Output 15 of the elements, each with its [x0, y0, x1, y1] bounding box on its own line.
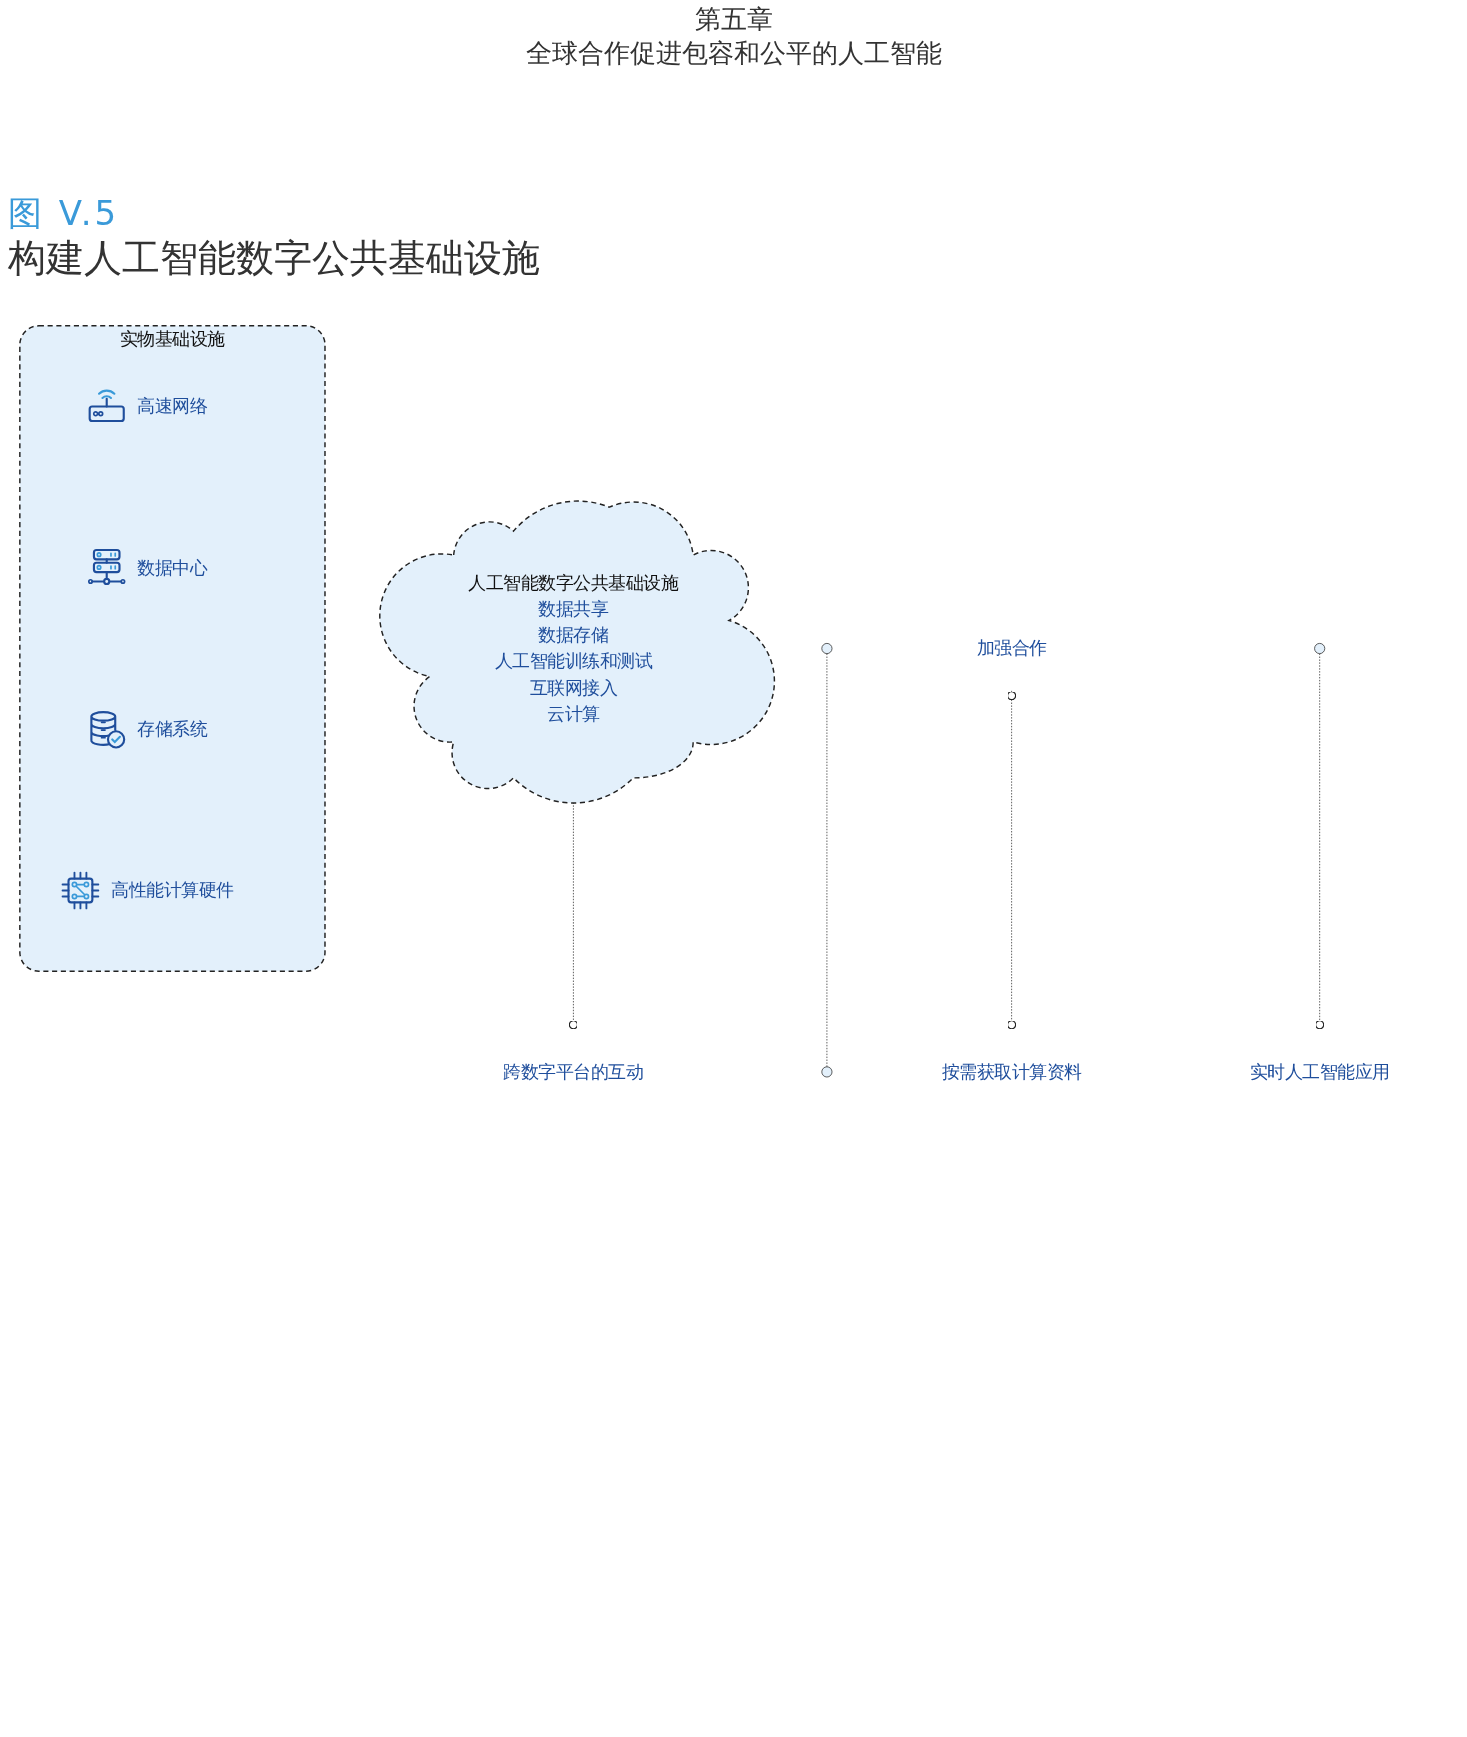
chapter-number: 第五章: [694, 3, 773, 36]
figure-number: 图 V.5: [8, 192, 120, 234]
chapter-title: 全球合作促进包容和公平的人工智能: [525, 37, 942, 70]
node-text: 存储系统: [136, 718, 207, 740]
node-text: 按需获取计算资料: [941, 1061, 1082, 1083]
node-circle: [820, 643, 832, 654]
node-text: 高速网络: [136, 396, 207, 417]
node-text: 数据中心: [136, 557, 207, 579]
figure-title: 构建人工智能数字公共基础设施: [8, 235, 540, 282]
node-circle: [1313, 643, 1325, 654]
node-text: 实时人工智能应用: [1249, 1061, 1390, 1083]
node-text: 跨数字平台的互动: [502, 1061, 643, 1083]
node-text: 高性能计算硬件: [110, 880, 234, 901]
node-circle: [820, 1066, 832, 1078]
node-text: 加强合作: [976, 638, 1047, 659]
